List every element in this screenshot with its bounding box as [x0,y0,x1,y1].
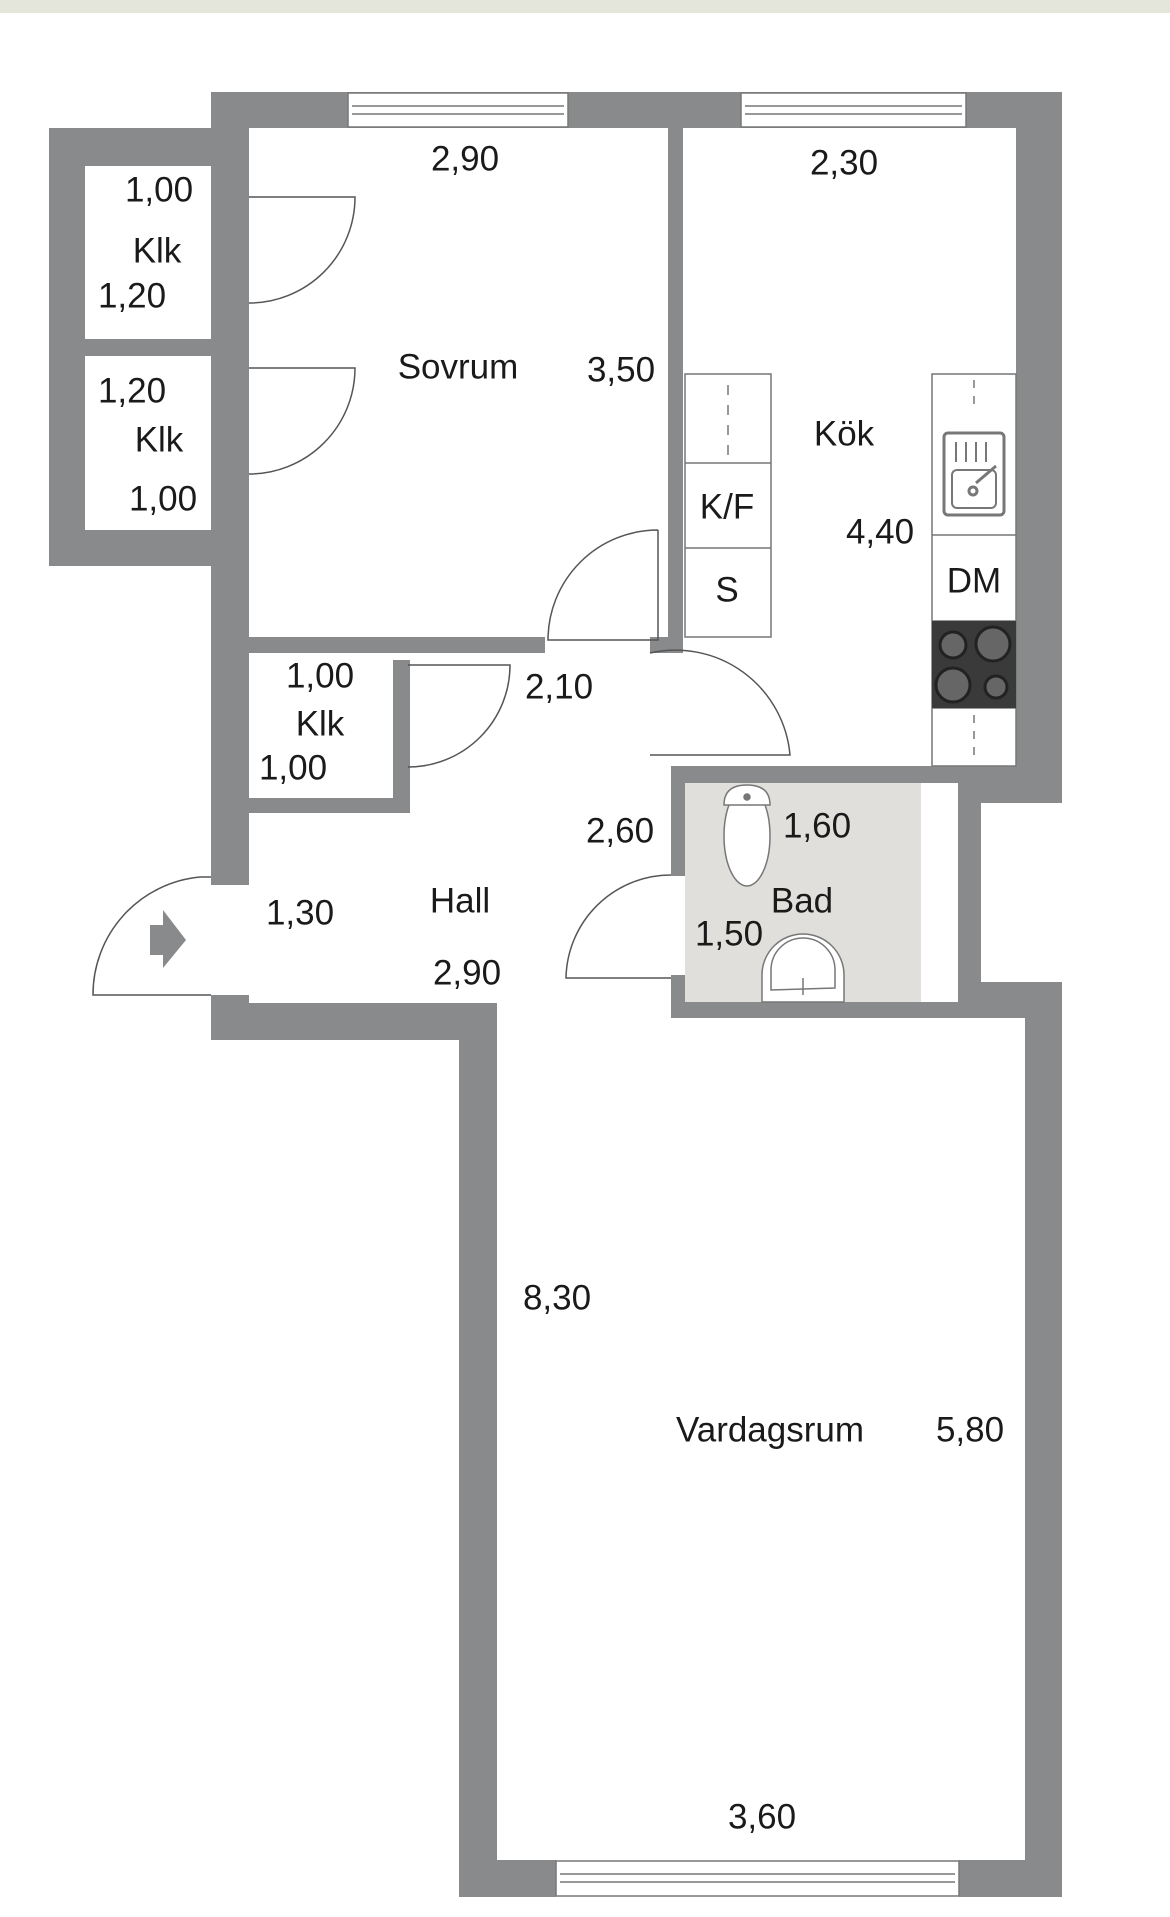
hall-length: 2,90 [432,953,502,993]
hall-dim-2-10: 2,10 [524,667,594,707]
klk3-width: 1,00 [285,656,355,696]
bad-label: Bad [770,881,834,921]
cabinet-label: S [715,570,739,610]
sovrum-width: 2,90 [430,139,500,179]
hall-label: Hall [429,881,491,921]
hall-dim-2-60: 2,60 [585,811,655,851]
klk3-length: 1,00 [258,748,328,788]
walls [49,92,1062,1897]
stove-icon [932,621,1016,708]
vardagsrum-width: 5,80 [935,1410,1005,1450]
top-banner [0,0,1170,13]
kitchen-sink-icon [942,431,1006,517]
bad-width: 1,60 [782,806,852,846]
bad-length: 1,50 [694,914,764,954]
entry-arrow-icon [150,910,186,968]
doors [92,196,791,996]
toilet-icon [723,784,771,887]
vardagsrum-length: 8,30 [522,1278,592,1318]
kok-length: 4,40 [845,512,915,552]
fridge-freezer-label: K/F [699,487,755,527]
dishwasher-label: DM [946,561,1002,601]
klk1-label: Klk [132,231,182,271]
kok-label: Kök [813,414,875,454]
klk2-label: Klk [134,420,184,460]
kok-width: 2,30 [809,143,879,183]
vardagsrum-bottom-dim: 3,60 [727,1797,797,1837]
klk3-label: Klk [295,704,345,744]
klk2-length: 1,00 [128,479,198,519]
klk2-width: 1,20 [97,371,167,411]
sovrum-length: 3,50 [586,350,656,390]
sovrum-label: Sovrum [397,347,519,387]
klk1-width: 1,00 [124,170,194,210]
vardagsrum-label: Vardagsrum [675,1410,865,1450]
klk1-length: 1,20 [97,276,167,316]
hall-width: 1,30 [265,893,335,933]
washbasin-icon [761,933,845,1003]
windows [347,92,967,1897]
